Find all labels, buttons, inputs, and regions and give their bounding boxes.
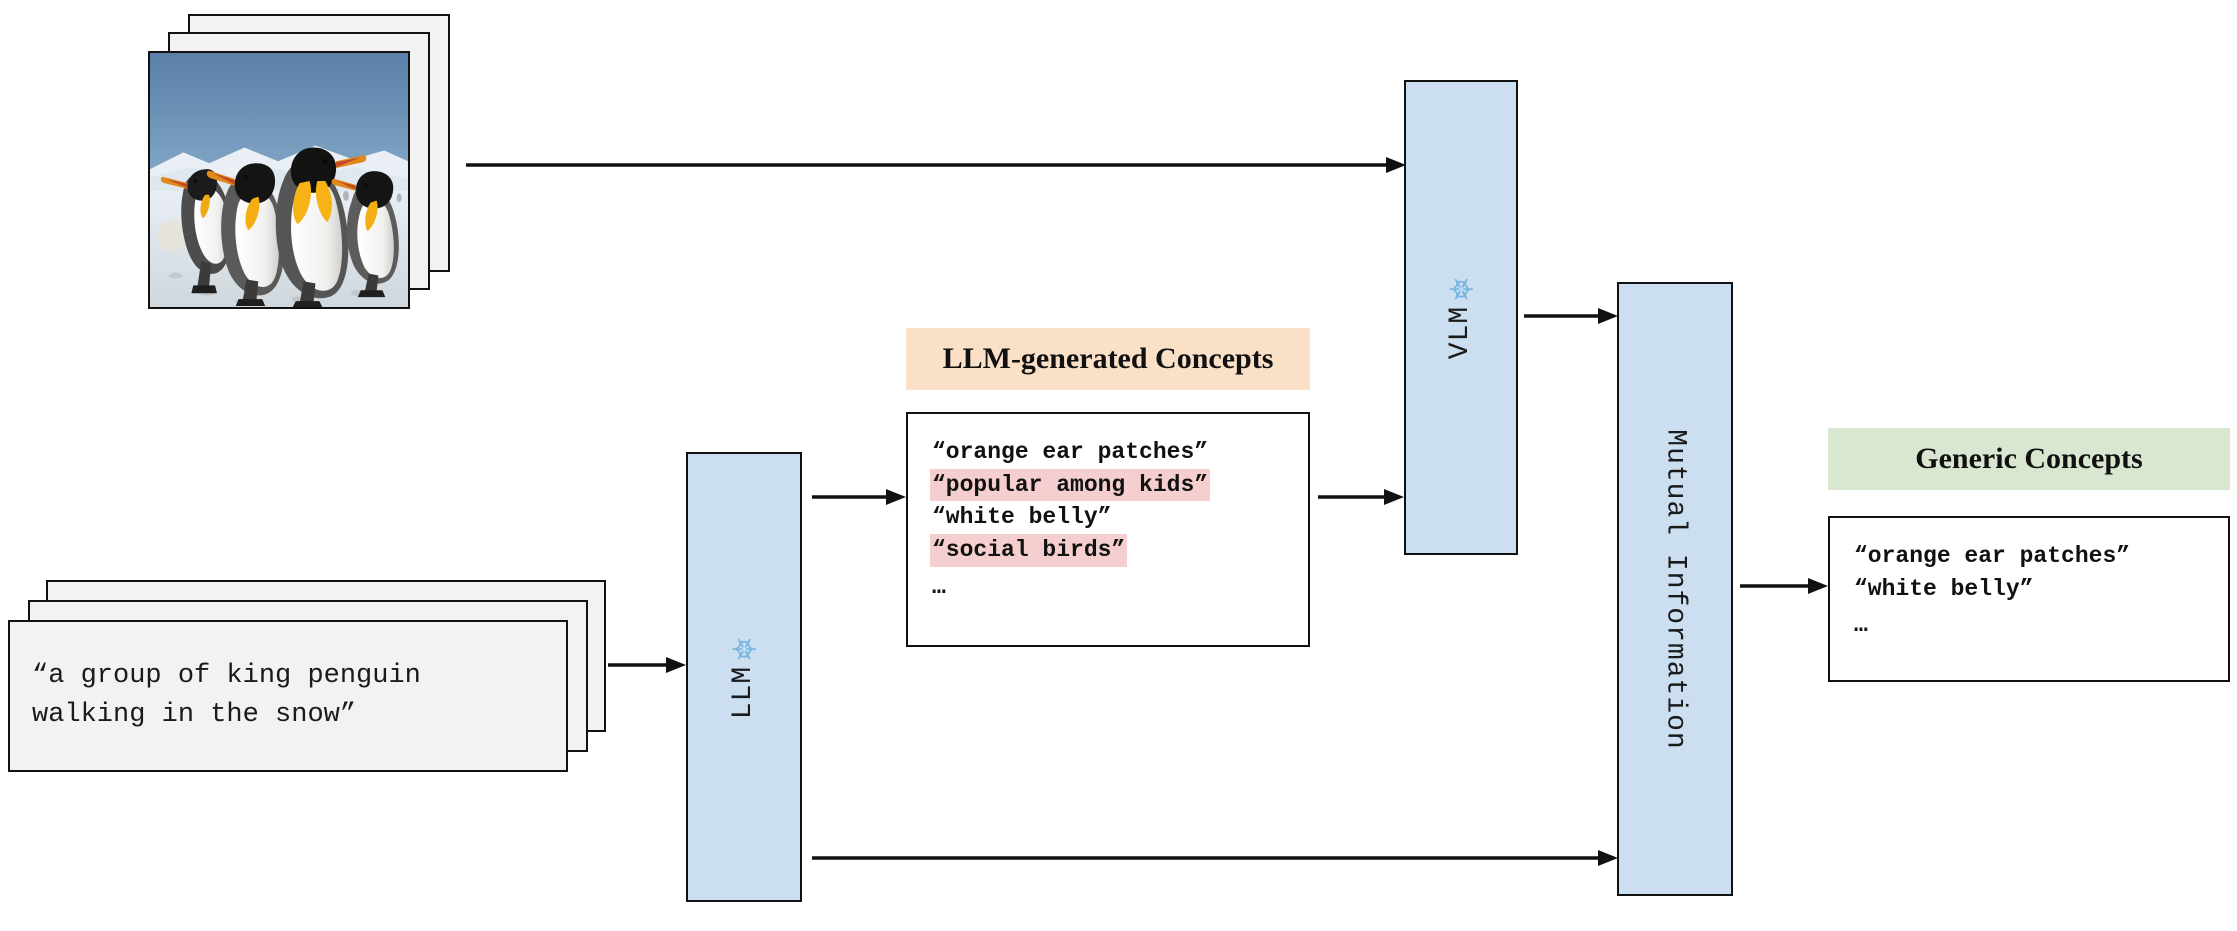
llm-box[interactable]: LLM xyxy=(686,452,802,902)
generic-concepts-panel: “orange ear patches” “white belly” … xyxy=(1828,516,2230,682)
llm-concepts-panel: “orange ear patches” “popular among kids… xyxy=(906,412,1310,647)
image-card-front xyxy=(148,51,410,309)
list-item: “popular among kids” xyxy=(930,468,1211,502)
llm-label: LLM xyxy=(728,665,760,719)
caption-card-front: “a group of king penguin walking in the … xyxy=(8,620,568,772)
list-item: “orange ear patches” xyxy=(1854,543,2131,569)
list-item: “orange ear patches” xyxy=(932,439,1209,465)
llm-concepts-header: LLM-generated Concepts xyxy=(906,328,1310,390)
arrow-llm-concepts-to-vlm xyxy=(1318,482,1406,512)
caption-text: “a group of king penguin walking in the … xyxy=(32,660,421,730)
arrow-llm-to-llm-concepts xyxy=(812,482,908,512)
arrow-captions-to-llm xyxy=(608,650,688,680)
list-item: “white belly” xyxy=(932,504,1112,531)
mutual-information-box[interactable]: Mutual Information xyxy=(1617,282,1733,896)
arrow-mi-to-generic-concepts xyxy=(1740,571,1830,601)
arrow-vlm-to-mutual-information xyxy=(1524,301,1620,331)
snowflake-icon xyxy=(732,637,756,659)
list-ellipsis: … xyxy=(932,573,947,600)
vlm-label: VLM xyxy=(1445,305,1477,360)
arrow-images-to-vlm xyxy=(466,150,1408,180)
list-item: “white belly” xyxy=(1854,575,2034,602)
image-stack xyxy=(148,14,458,314)
list-ellipsis: … xyxy=(1854,612,1869,639)
caption-stack: “a group of king penguin walking in the … xyxy=(8,580,608,772)
llm-concepts-header-label: LLM-generated Concepts xyxy=(942,342,1274,375)
snowflake-icon xyxy=(1449,278,1473,300)
list-item: “social birds” xyxy=(930,533,1128,567)
vlm-box[interactable]: VLM xyxy=(1404,80,1518,555)
generic-concepts-header: Generic Concepts xyxy=(1828,428,2230,490)
arrow-llm-to-mutual-information xyxy=(812,843,1620,873)
penguin-photo xyxy=(150,53,408,307)
mutual-information-label: Mutual Information xyxy=(1659,428,1691,750)
generic-concepts-header-label: Generic Concepts xyxy=(1915,442,2143,475)
